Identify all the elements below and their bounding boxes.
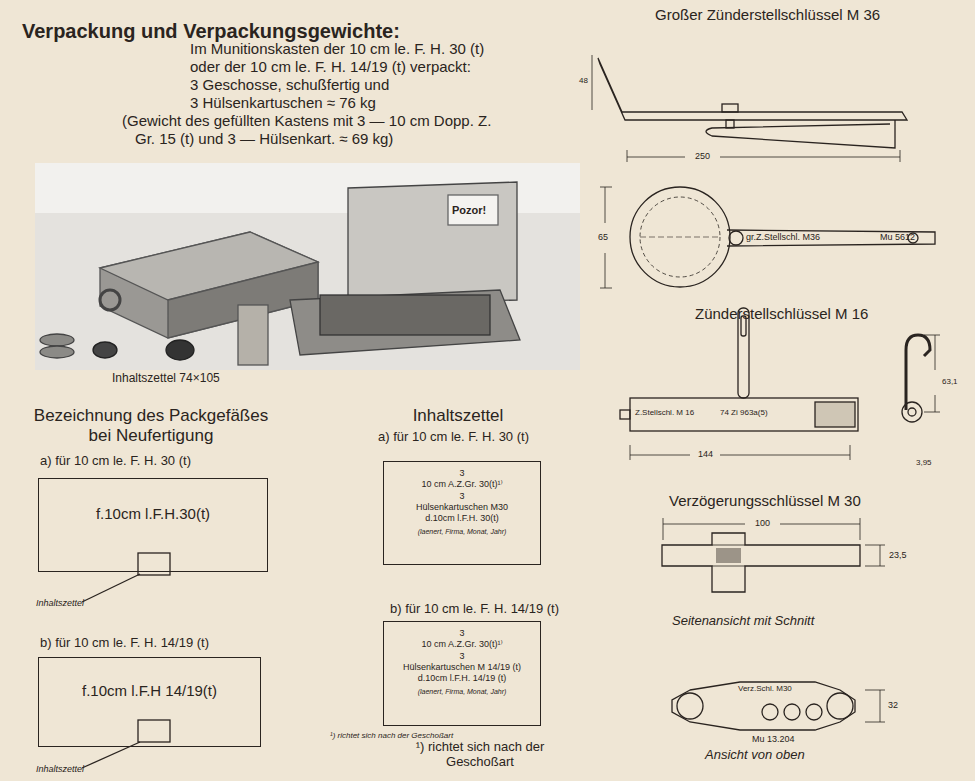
box-text: Hülsenkartuschen M 14/19 (t) [384,662,540,673]
text-label: Ansicht von oben [705,748,805,763]
package-label-box: f.10cm l.F.H.30(t) [38,478,268,572]
dimension-label: 3 Hülsenkartuschen ≈ 76 kg [190,94,376,111]
text-label: Inhaltszettel 74×105 [112,372,220,386]
dimension-label: 3,95 [915,458,933,467]
text-label: Inhaltszettel [36,598,84,608]
box-text: 3 [384,491,540,502]
box-text: d.10cm l.F.H. 14/19 (t) [384,673,540,684]
dimension-label: 63,1 [941,377,959,386]
dimension-label: 250 [694,151,711,161]
text-label: ¹) richtet sich nach der Geschoßart [330,731,453,740]
box-text: f.10cm l.F.H 14/19(t) [39,682,260,701]
content-slip-box: 310 cm A.Z.Gr. 30(t)¹⁾3Hülsenkartuschen … [383,461,541,565]
text-label: (Gewicht des gefüllten Kastens mit 3 — 1… [122,112,491,129]
box-text: 10 cm A.Z.Gr. 30(t)¹⁾ [384,639,540,650]
text-label: Verzögerungsschlüssel M 30 [669,492,861,509]
dimension-label: 32 [887,700,899,710]
text-label: Pozor! [452,204,486,217]
text-label: b) für 10 cm le. F. H. 14/19 (t) [390,602,559,617]
dimension-label: 3 Geschosse, schußfertig und [190,76,389,93]
text-label: Im Munitionskasten der 10 cm le. F. H. 3… [190,40,484,57]
text-label: a) für 10 cm le. F. H. 30 (t) [40,454,191,469]
dimension-label: 100 [754,518,771,528]
page-title: Verpackung und Verpackungsgewichte: [22,20,400,43]
text-label: gr.Z.Stellschl. M36 [746,232,820,242]
box-text: f.10cm l.F.H.30(t) [39,505,267,524]
dimension-label: 74 Zi 963a(5) [720,408,768,417]
text-label: Mu 13.204 [752,734,795,744]
box-text: (laenert, Firma, Monat, Jahr) [384,528,540,537]
text-label: a) für 10 cm le. F. H. 30 (t) [378,430,529,445]
dimension-label: 48 [578,76,589,85]
text-label: Inhaltszettel [36,764,84,774]
box-text: 3 [384,468,540,479]
text-label: b) für 10 cm le. F. H. 14/19 (t) [40,636,209,651]
text-label: Z.Stellschl. M 16 [635,408,694,417]
dimension-label: 144 [697,449,714,459]
dimension-label: 23,5 [888,550,908,560]
text-label: Bezeichnung des Packgefäßes bei Neuferti… [22,406,280,445]
box-text: 3 [384,628,540,639]
box-text: 10 cm A.Z.Gr. 30(t)¹⁾ [384,479,540,490]
text-label: Mu 5612 [880,232,915,242]
text-label: Zünderstellschlüssel M 16 [695,305,868,322]
text-label: ¹) richtet sich nach der Geschoßart [395,740,565,770]
text-label: Seitenansicht mit Schnitt [672,614,814,629]
box-text: Hülsenkartuschen M30 [384,502,540,513]
package-label-box: f.10cm l.F.H 14/19(t) [38,657,261,747]
box-text: 3 [384,651,540,662]
content-slip-box: 310 cm A.Z.Gr. 30(t)¹⁾3Hülsenkartuschen … [383,621,541,726]
dimension-label: 65 [597,232,609,242]
box-text: (laenert, Firma, Monat, Jahr) [384,688,540,697]
text-label: oder der 10 cm le. F. H. 14/19 (t) verpa… [190,58,471,75]
box-text: d.10cm l.F.H. 30(t) [384,513,540,524]
text-label: Großer Zünderstellschlüssel M 36 [655,6,880,23]
text-label: Gr. 15 (t) und 3 — Hülsenkart. ≈ 69 kg) [135,130,393,147]
text-label: Verz.Schl. M30 [738,684,792,693]
text-label: Inhaltszettel [378,406,538,426]
